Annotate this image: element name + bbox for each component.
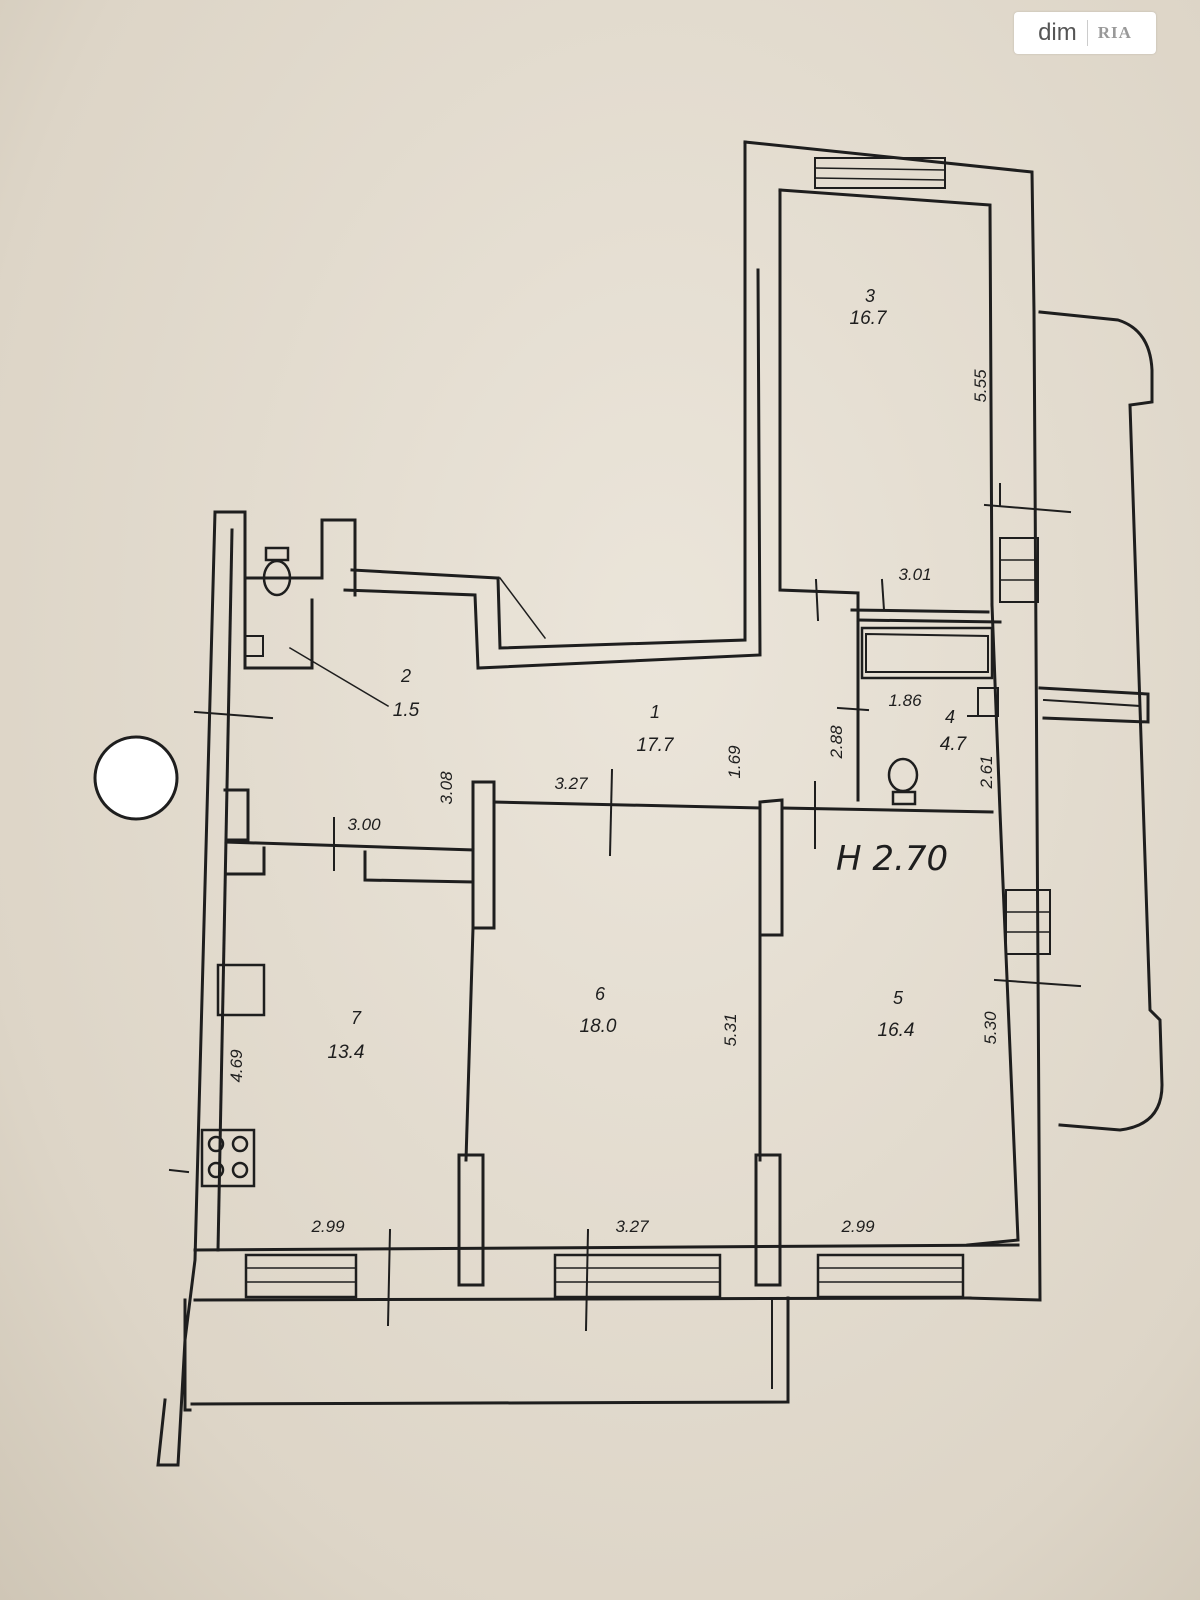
room-3-area: 16.7 — [850, 308, 888, 329]
wall-room-3 — [743, 140, 1036, 607]
walls-interior — [333, 768, 994, 1287]
room-2-number: 2 — [400, 666, 411, 686]
dim-wc-length: 2.61 — [977, 755, 996, 789]
dim-kitchen-bottom: 2.99 — [310, 1217, 345, 1236]
room-2-area: 1.5 — [393, 700, 420, 721]
dim-bath-width: 1.86 — [888, 691, 922, 710]
room-7-kitchen — [200, 788, 475, 1188]
room-4-area: 4.7 — [940, 734, 968, 755]
dim-room3-width: 3.01 — [898, 565, 931, 584]
room-1-number: 1 — [650, 702, 660, 722]
dim-room5-bottom: 2.99 — [840, 1217, 875, 1236]
dim-room5-length: 5.30 — [981, 1011, 1000, 1045]
room-labels: 3 16.7 2 1.5 1 17.7 4 4.7 7 13.4 6 18.0 … — [328, 286, 968, 1063]
dim-hall-narrow: 1.69 — [725, 745, 744, 779]
dim-kitchen-length: 4.69 — [227, 1049, 246, 1083]
dimension-labels: 5.55 3.01 1.86 2.88 2.61 3.08 3.27 1.69 … — [227, 369, 1000, 1236]
dim-room6-bottom: 3.27 — [615, 1217, 649, 1236]
ceiling-height-note: H 2.70 — [836, 839, 948, 879]
room-7-area: 13.4 — [328, 1042, 365, 1063]
dim-ria-watermark: dim RIA — [1014, 12, 1156, 54]
wall-bottom — [183, 1228, 1020, 1412]
room-2-wc — [213, 510, 390, 708]
room-5-area: 16.4 — [878, 1020, 915, 1041]
watermark-ria-logo: RIA — [1097, 23, 1132, 42]
dim-hall-width: 3.27 — [554, 774, 588, 793]
room-4-bathroom — [814, 578, 1002, 806]
dim-bath-length: 2.88 — [827, 725, 846, 760]
room-6-area: 18.0 — [580, 1016, 617, 1037]
dim-room3-length: 5.55 — [971, 369, 990, 403]
dim-hall-depth: 3.08 — [437, 771, 456, 805]
room-4-number: 4 — [945, 707, 955, 727]
dim-room6-length: 5.31 — [721, 1013, 740, 1046]
watermark-divider — [1086, 20, 1088, 46]
wall-left — [156, 510, 274, 1467]
dim-kitchen-top: 3.00 — [347, 815, 381, 834]
room-6-number: 6 — [595, 984, 606, 1004]
entrance-marker — [93, 735, 179, 821]
wall-hall-top — [343, 256, 762, 670]
room-3-number: 3 — [865, 286, 875, 306]
room-7-number: 7 — [351, 1008, 362, 1028]
room-1-area: 17.7 — [637, 735, 675, 756]
watermark-dim-text: dim — [1038, 19, 1077, 46]
wall-right-balcony — [966, 310, 1164, 1302]
room-5-number: 5 — [893, 988, 904, 1008]
